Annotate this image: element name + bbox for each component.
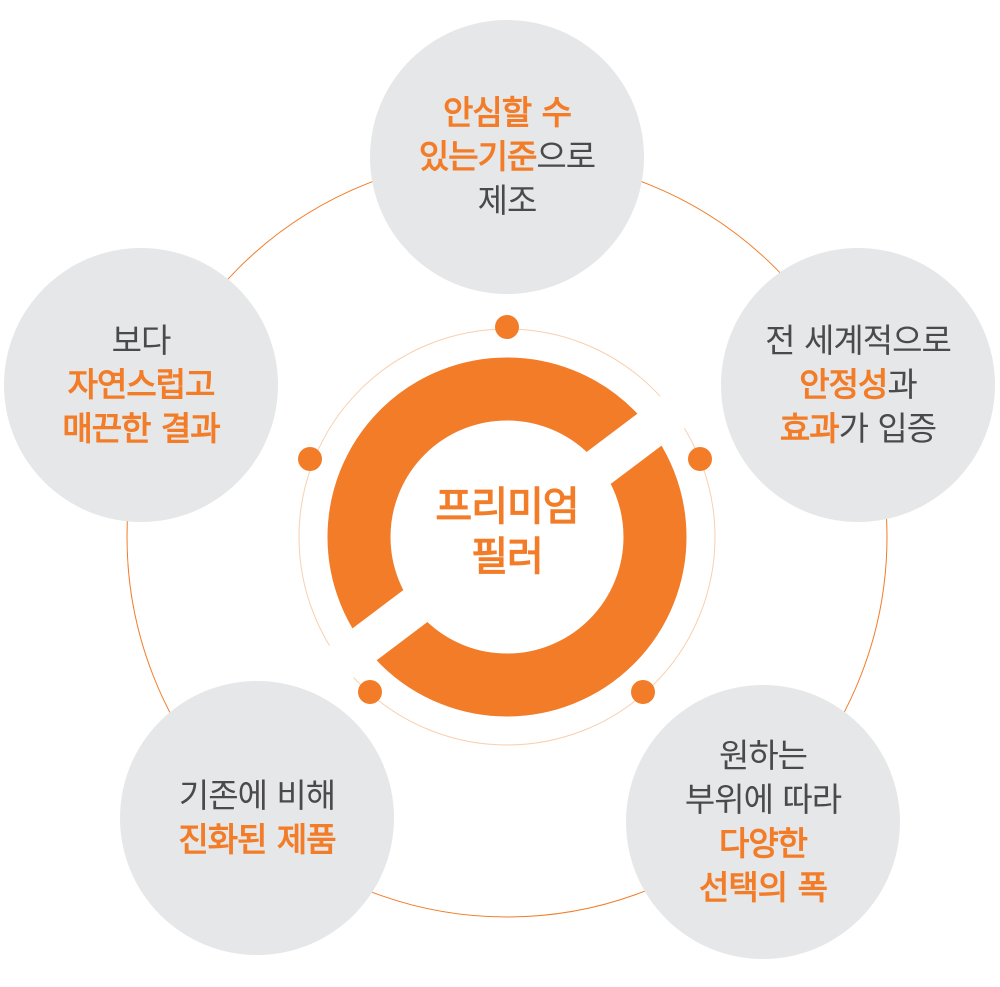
node-text-line: 제조 [477,179,538,223]
node-text-line: 부위에 따라 [684,778,842,822]
highlight-text: 안심할 수 [443,93,572,132]
body-text: 전 세계적으로 [765,321,952,360]
center-ring [327,357,687,717]
node-text-line: 선택의 폭 [699,866,828,910]
center-title: 프리미엄 필러 [407,482,607,582]
orbit-dot [298,447,322,471]
node-text-line: 자연스럽고 [67,363,216,407]
highlight-text: 있는기준 [418,137,537,176]
node-text-line: 안심할 수 [443,91,572,135]
highlight-text: 효과 [779,409,840,448]
ring-gap [327,394,687,680]
node-text-line: 다양한 [718,822,808,866]
highlight-text: 선택의 폭 [699,868,828,907]
node-text-line: 전 세계적으로 [765,319,952,363]
node-text-line: 기존에 비해 [178,774,336,818]
body-text: 으로 [536,137,596,176]
orbit-dot [495,315,519,339]
highlight-text: 안정성 [799,365,888,404]
highlight-text: 다양한 [718,824,808,863]
orbit-dot [688,447,712,471]
node-text-line: 있는기준으로 [418,135,596,179]
body-text: 제조 [477,181,538,220]
center-title-line1: 프리미엄 [435,484,579,530]
center-title-line2: 필러 [471,534,544,580]
node-text-line: 매끈한 결과 [62,407,220,451]
body-text: 부위에 따라 [684,780,842,819]
body-text: 기존에 비해 [178,776,336,815]
body-text: 과 [887,365,917,404]
body-text: 보다 [111,321,172,360]
orbit-dot [631,680,655,704]
body-text: 가 입증 [838,409,938,448]
node-text-line: 보다 [111,319,172,363]
node-text-line: 효과가 입증 [779,407,938,451]
node-text-line: 원하는 [718,734,808,778]
node-text-line: 안정성과 [799,363,917,407]
highlight-text: 매끈한 결과 [62,409,220,448]
node-text-line: 진화된 제품 [178,818,336,862]
body-text: 원하는 [718,736,808,775]
highlight-text: 진화된 제품 [178,820,336,859]
highlight-text: 자연스럽고 [67,365,216,404]
orbit-dot [358,680,382,704]
